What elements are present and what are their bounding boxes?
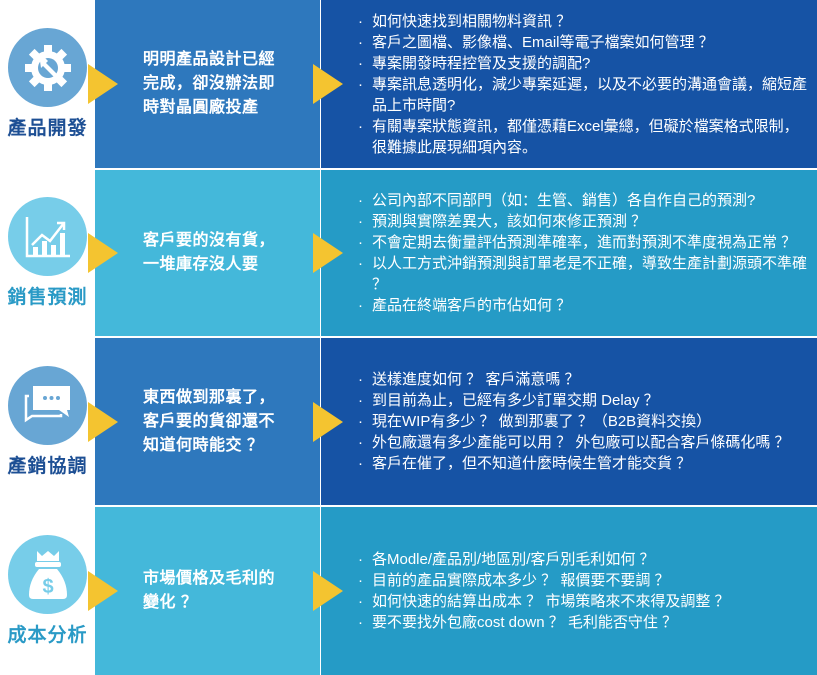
- problem-text: 市場價格及毛利的變化 ？: [143, 570, 276, 611]
- list-item: 以人工方式沖銷預測與訂單老是不正確，導致生產計劃源頭不準確 ？: [358, 253, 807, 295]
- category-label: 產品開發: [7, 118, 88, 139]
- category-label: 產銷協調: [7, 455, 88, 477]
- chart-growth-icon: [8, 197, 87, 276]
- problem-text: 東西做到那裏了，客戶要的貨卻還不知道何時能交 ？: [143, 388, 276, 454]
- list-item: 客戶之圖檔、影像檔、Email等電子檔案如何管理 ？: [358, 32, 807, 53]
- list-item: 不會定期去衡量評估預測準確率，進而對預測不準度視為正常 ？: [358, 232, 807, 253]
- row-1: 產品開發 明明產品設計已經完成，卻沒辦法即時對晶圓廠投產 如何快速找到相關物料資…: [0, 0, 817, 168]
- problem-text: 客戶要的沒有貨，一堆庫存沒人要: [143, 232, 276, 273]
- list-item: 專案訊息透明化，減少專案延遲，以及不必要的溝通會議，縮短產品上市時間?: [358, 74, 807, 116]
- problem-cell: 市場價格及毛利的變化 ？: [95, 507, 320, 675]
- arrow-icon: [88, 571, 118, 611]
- category-label: 銷售預測: [7, 287, 88, 308]
- list-item: 要不要找外包廠cost down ？ 毛利能否守住 ？: [358, 612, 730, 633]
- list-item: 專案開發時程控管及支援的調配?: [358, 53, 807, 74]
- list-item: 有關專案狀態資訊，都僅憑藉Excel彙總，但礙於檔案格式限制，很難據此展現細項內…: [358, 116, 807, 158]
- details-list: 送樣進度如何 ？ 客戶滿意嗎 ？到目前為止，已經有多少訂單交期 Delay ？現…: [358, 369, 790, 474]
- chat-bubbles-icon: [8, 365, 87, 445]
- svg-text:$: $: [42, 576, 53, 598]
- list-item: 如何快速的結算出成本 ？ 市場策略來不來得及調整 ？: [358, 591, 730, 612]
- list-item: 到目前為止，已經有多少訂單交期 Delay ？: [358, 390, 790, 411]
- list-item: 產品在終端客戶的市佔如何 ？: [358, 295, 807, 316]
- list-item: 預測與實際差異大，該如何來修正預測 ？: [358, 211, 807, 232]
- list-item: 目前的產品實際成本多少 ？ 報價要不要調 ？: [358, 570, 730, 591]
- gear-wrench-icon: [8, 28, 87, 107]
- problem-cell: 明明產品設計已經完成，卻沒辦法即時對晶圓廠投產: [95, 0, 320, 168]
- details-list: 如何快速找到相關物料資訊 ？客戶之圖檔、影像檔、Email等電子檔案如何管理 ？…: [358, 11, 807, 158]
- details-cell: 如何快速找到相關物料資訊 ？客戶之圖檔、影像檔、Email等電子檔案如何管理 ？…: [321, 0, 817, 168]
- list-item: 如何快速找到相關物料資訊 ？: [358, 11, 807, 32]
- category-label: 成本分析: [7, 625, 88, 646]
- arrow-icon: [313, 233, 343, 273]
- category: $ 成本分析: [0, 507, 95, 675]
- list-item: 送樣進度如何 ？ 客戶滿意嗎 ？: [358, 369, 790, 390]
- details-cell: 公司內部不同部門（如：生管、銷售）各自作自己的預測?預測與實際差異大，該如何來修…: [321, 170, 817, 336]
- details-list: 各Modle/產品別/地區別/客戶別毛利如何 ？目前的產品實際成本多少 ？ 報價…: [358, 549, 730, 633]
- problem-text: 明明產品設計已經完成，卻沒辦法即時對晶圓廠投產: [143, 51, 276, 116]
- row-4: $ 成本分析 市場價格及毛利的變化 ？ 各Modle/產品別/地區別/客戶別毛利…: [0, 507, 817, 675]
- list-item: 現在WIP有多少 ？ 做到那裏了 ？（B2B資料交換）: [358, 411, 790, 432]
- row-3: 產銷協調 東西做到那裏了，客戶要的貨卻還不知道何時能交 ？ 送樣進度如何 ？ 客…: [0, 338, 817, 505]
- list-item: 公司內部不同部門（如：生管、銷售）各自作自己的預測?: [358, 190, 807, 211]
- list-item: 各Modle/產品別/地區別/客戶別毛利如何 ？: [358, 549, 730, 570]
- arrow-icon: [313, 401, 343, 442]
- problem-cell: 客戶要的沒有貨，一堆庫存沒人要: [95, 170, 320, 336]
- money-bag-icon: $: [8, 535, 87, 614]
- category: 產銷協調: [0, 338, 95, 505]
- details-list: 公司內部不同部門（如：生管、銷售）各自作自己的預測?預測與實際差異大，該如何來修…: [358, 190, 807, 316]
- row-2: 銷售預測 客戶要的沒有貨，一堆庫存沒人要 公司內部不同部門（如：生管、銷售）各自…: [0, 170, 817, 336]
- list-item: 外包廠還有多少產能可以用 ？ 外包廠可以配合客戶條碼化嗎 ？: [358, 432, 790, 453]
- arrow-icon: [313, 571, 343, 611]
- problem-cell: 東西做到那裏了，客戶要的貨卻還不知道何時能交 ？: [95, 338, 320, 505]
- arrow-icon: [313, 64, 343, 104]
- list-item: 客戶在催了，但不知道什麼時候生管才能交貨 ？: [358, 453, 790, 474]
- arrow-icon: [88, 233, 118, 273]
- category: 銷售預測: [0, 170, 95, 336]
- category: 產品開發: [0, 0, 95, 168]
- arrow-icon: [88, 64, 118, 104]
- details-cell: 送樣進度如何 ？ 客戶滿意嗎 ？到目前為止，已經有多少訂單交期 Delay ？現…: [321, 338, 817, 505]
- arrow-icon: [88, 401, 118, 442]
- details-cell: 各Modle/產品別/地區別/客戶別毛利如何 ？目前的產品實際成本多少 ？ 報價…: [321, 507, 817, 675]
